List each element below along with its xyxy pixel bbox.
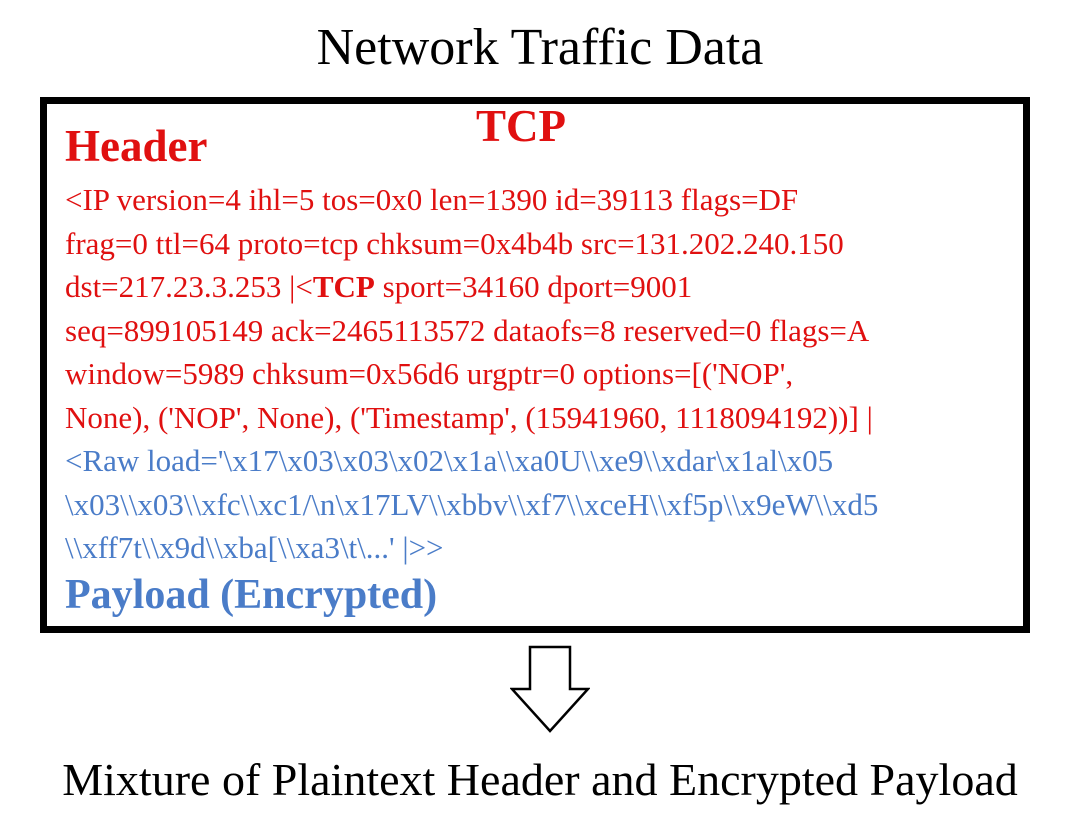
header-line: seq=899105149 ack=2465113572 dataofs=8 r… (65, 313, 870, 348)
header-line-tcp: dst=217.23.3.253 |<TCP sport=34160 dport… (65, 269, 692, 305)
payload-line: \x03\\x03\\xfc\\xc1/\n\x17LV\\xbbv\\xf7\… (65, 487, 879, 522)
header-line: frag=0 ttl=64 proto=tcp chksum=0x4b4b sr… (65, 226, 844, 261)
packet-box (40, 97, 1030, 633)
header-line: window=5989 chksum=0x56d6 urgptr=0 optio… (65, 356, 794, 391)
tcp-inline-label: TCP (312, 269, 375, 304)
header-label: Header (65, 121, 208, 171)
caption: Mixture of Plaintext Header and Encrypte… (62, 754, 1018, 805)
payload-line: <Raw load='\x17\x03\x03\x02\x1a\\xa0U\\x… (65, 443, 834, 478)
down-arrow-icon (509, 645, 591, 740)
header-line: None), ('NOP', None), ('Timestamp', (159… (65, 400, 873, 435)
header-line: <IP version=4 ihl=5 tos=0x0 len=1390 id=… (65, 182, 799, 217)
diagram-title: Network Traffic Data (316, 19, 764, 76)
tcp-label: TCP (476, 101, 566, 151)
header-line-suffix: sport=34160 dport=9001 (374, 269, 693, 304)
header-line-prefix: dst=217.23.3.253 |< (65, 269, 313, 304)
payload-label: Payload (Encrypted) (65, 572, 438, 618)
payload-line: \\xff7t\\x9d\\xba[\\xa3\t\...' |>> (65, 530, 444, 565)
